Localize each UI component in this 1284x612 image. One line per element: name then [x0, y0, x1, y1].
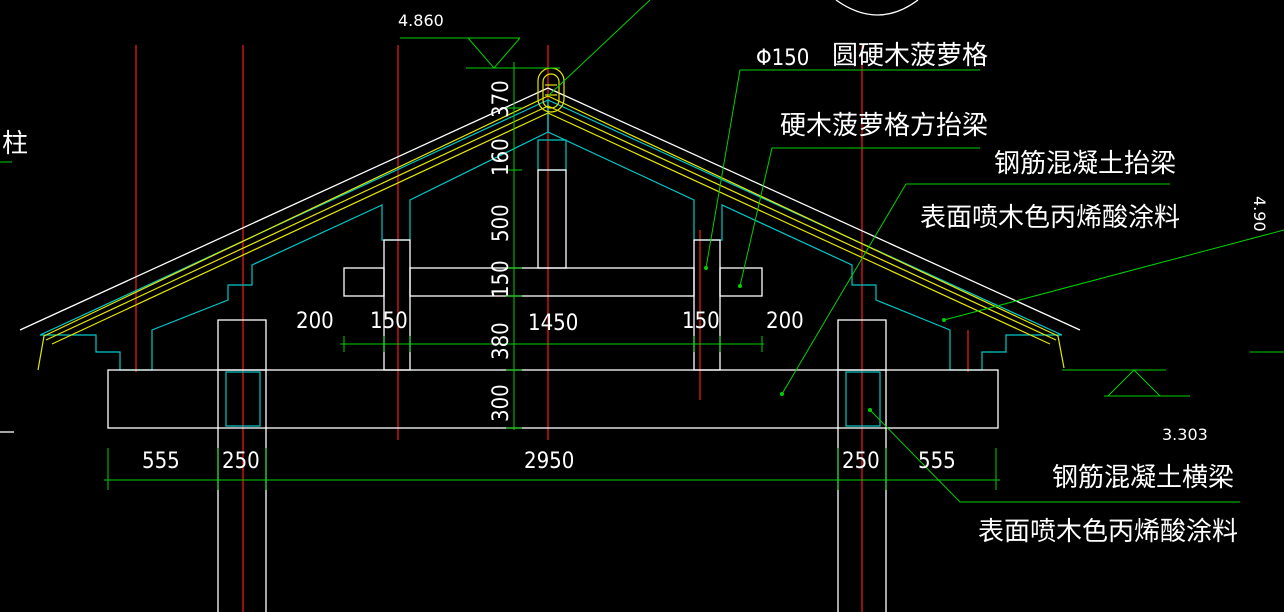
round-bar-size: Φ150 — [756, 46, 809, 71]
dim-150-right: 150 — [682, 309, 720, 334]
dim-370: 370 — [489, 80, 514, 118]
paint-note-1: 表面喷木色丙烯酸涂料 — [920, 203, 1180, 233]
column-char: 柱 — [2, 129, 28, 159]
dim-1450: 1450 — [528, 311, 578, 336]
elevation-right-partial: 4.90 — [1250, 196, 1269, 232]
mid-dim-line — [340, 336, 764, 352]
paint-note-2: 表面喷木色丙烯酸涂料 — [978, 517, 1238, 547]
dim-2950: 2950 — [524, 449, 574, 474]
elevation-marker-eave — [1062, 369, 1190, 397]
dim-150-left: 150 — [370, 309, 408, 334]
square-lift-beam — [343, 267, 763, 297]
square-beam-label: 硬木菠萝格方抬梁 — [780, 111, 988, 141]
dim-150-v: 150 — [489, 260, 514, 298]
dim-380: 380 — [489, 322, 514, 360]
bottom-dim-line — [104, 448, 1000, 490]
king-post — [537, 169, 567, 269]
dim-500: 500 — [489, 204, 514, 242]
dim-555-right: 555 — [918, 449, 956, 474]
vertical-dim-text: 370 160 500 150 380 300 — [489, 80, 514, 422]
dim-250-left: 250 — [222, 449, 260, 474]
round-bar-desc: 圆硬木菠萝格 — [832, 41, 988, 71]
mid-dim-text: 200 150 1450 150 200 — [296, 309, 804, 336]
elevation-marker-top — [400, 37, 560, 69]
elevation-eave: 3.303 — [1162, 425, 1208, 444]
elevation-top: 4.860 — [398, 11, 444, 30]
dim-160: 160 — [489, 138, 514, 176]
rc-cross-beam-label: 钢筋混凝土横梁 — [1052, 463, 1234, 493]
bottom-dim-text: 555 250 2950 250 555 — [142, 449, 956, 474]
rc-lift-beam-label: 钢筋混凝土抬梁 — [994, 149, 1176, 179]
posts — [217, 239, 887, 371]
dim-555-left: 555 — [142, 449, 180, 474]
elevation-text: 4.860 3.303 4.90 — [398, 11, 1269, 444]
cross-beam — [107, 369, 999, 429]
roof-tiles — [19, 87, 1081, 371]
dim-300: 300 — [489, 384, 514, 422]
dim-200-left: 200 — [296, 309, 334, 334]
annotation-text: 柱 Φ150 圆硬木菠萝格 硬木菠萝格方抬梁 钢筋混凝土抬梁 表面喷木色丙烯酸涂… — [2, 41, 1238, 547]
dim-200-right: 200 — [766, 309, 804, 334]
leader-lines — [0, 0, 1284, 503]
dim-250-right: 250 — [842, 449, 880, 474]
